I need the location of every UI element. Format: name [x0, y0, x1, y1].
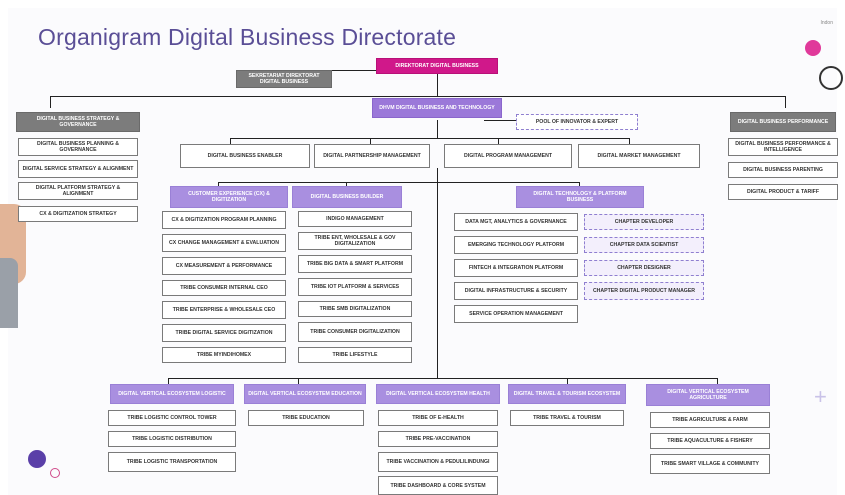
- right-item: DIGITAL BUSINESS PARENTING: [728, 162, 838, 178]
- slide: Organigram Digital Business Directorate …: [0, 8, 843, 495]
- vertical-header-agriculture: DIGITAL VERTICAL ECOSYSTEM AGRICULTURE: [646, 384, 770, 406]
- connector: [168, 378, 169, 384]
- tech-item: FINTECH & INTEGRATION PLATFORM: [454, 259, 578, 277]
- chapter-box: CHAPTER DESIGNER: [584, 260, 704, 276]
- middle-box: DIGITAL PARTNERSHIP MANAGEMENT: [314, 144, 430, 168]
- cx-header: CUSTOMER EXPERIENCE (CX) & DIGITIZATION: [170, 186, 288, 208]
- connector: [230, 138, 231, 144]
- builder-header: DIGITAL BUSINESS BUILDER: [292, 186, 402, 208]
- connector: [785, 96, 786, 108]
- watermark: Indon: [820, 20, 833, 26]
- chapter-box: CHAPTER DATA SCIENTIST: [584, 237, 704, 253]
- purple-dot-decoration: [28, 450, 46, 468]
- connector: [230, 138, 630, 139]
- page-title: Organigram Digital Business Directorate: [38, 24, 457, 50]
- cx-item: CX MEASUREMENT & PERFORMANCE: [162, 257, 286, 275]
- connector: [437, 66, 438, 96]
- right-item: DIGITAL BUSINESS PERFORMANCE & INTELLIGE…: [728, 138, 838, 156]
- connector: [50, 96, 51, 108]
- left-item: DIGITAL SERVICE STRATEGY & ALIGNMENT: [18, 160, 138, 178]
- connector: [437, 168, 438, 182]
- connector: [484, 120, 516, 121]
- connector: [50, 96, 786, 97]
- middle-box: DIGITAL MARKET MANAGEMENT: [578, 144, 700, 168]
- connector: [579, 182, 580, 186]
- connector: [218, 182, 580, 183]
- tech-item: DATA MGT, ANALYTICS & GOVERNANCE: [454, 213, 578, 231]
- small-ring-decoration: [50, 468, 60, 478]
- agriculture-item: TRIBE AQUACULTURE & FISHERY: [650, 433, 770, 449]
- vertical-header-health: DIGITAL VERTICAL ECOSYSTEM HEALTH: [376, 384, 500, 404]
- pink-dot-decoration: [805, 40, 821, 56]
- connector: [346, 182, 347, 186]
- connector: [498, 138, 499, 144]
- builder-item: TRIBE LIFESTYLE: [298, 347, 412, 363]
- chapter-box: CHAPTER DIGITAL PRODUCT MANAGER: [584, 282, 704, 300]
- chapter-box: CHAPTER DEVELOPER: [584, 214, 704, 230]
- middle-box: DIGITAL PROGRAM MANAGEMENT: [444, 144, 572, 168]
- connector: [437, 120, 438, 138]
- travel-item: TRIBE TRAVEL & TOURISM: [510, 410, 624, 426]
- right-item: DIGITAL PRODUCT & TARIFF: [728, 184, 838, 200]
- cx-item: TRIBE MYINDIHOMEX: [162, 347, 286, 363]
- agriculture-item: TRIBE AGRICULTURE & FARM: [650, 412, 770, 428]
- connector: [218, 182, 219, 186]
- left-item: CX & DIGITIZATION STRATEGY: [18, 206, 138, 222]
- left-item: DIGITAL BUSINESS PLANNING & GOVERNANCE: [18, 138, 138, 156]
- left-item: DIGITAL PLATFORM STRATEGY & ALIGNMENT: [18, 182, 138, 200]
- health-item: TRIBE PRE-VACCINATION: [378, 431, 498, 447]
- connector: [370, 138, 371, 144]
- connector: [168, 378, 718, 379]
- tech-item: SERVICE OPERATION MANAGEMENT: [454, 305, 578, 323]
- cx-item: TRIBE ENTERPRISE & WHOLESALE CEO: [162, 301, 286, 319]
- right-group-header: DIGITAL BUSINESS PERFORMANCE: [730, 112, 836, 132]
- tech-item: DIGITAL INFRASTRUCTURE & SECURITY: [454, 282, 578, 300]
- connector: [298, 378, 299, 384]
- logistic-item: TRIBE LOGISTIC CONTROL TOWER: [108, 410, 236, 426]
- builder-item: INDIGO MANAGEMENT: [298, 211, 412, 227]
- presenter-figure-sleeve: [0, 258, 18, 328]
- logistic-item: TRIBE LOGISTIC DISTRIBUTION: [108, 431, 236, 447]
- health-item: TRIBE OF E-HEALTH: [378, 410, 498, 426]
- logistic-item: TRIBE LOGISTIC TRANSPORTATION: [108, 452, 236, 472]
- cx-item: TRIBE CONSUMER INTERNAL CEO: [162, 280, 286, 296]
- vertical-header-education: DIGITAL VERTICAL ECOSYSTEM EDUCATION: [244, 384, 366, 404]
- cx-item: CX & DIGITIZATION PROGRAM PLANNING: [162, 211, 286, 229]
- vertical-header-travel: DIGITAL TRAVEL & TOURISM ECOSYSTEM: [508, 384, 626, 404]
- connector: [567, 378, 568, 384]
- connector: [717, 378, 718, 384]
- ring-decoration: [819, 66, 843, 90]
- builder-item: TRIBE SMB DIGITALIZATION: [298, 301, 412, 317]
- dhvm-box: DHVM DIGITAL BUSINESS AND TECHNOLOGY: [372, 98, 502, 118]
- tech-item: EMERGING TECHNOLOGY PLATFORM: [454, 236, 578, 254]
- directorate-box: DIREKTORAT DIGITAL BUSINESS: [376, 58, 498, 74]
- plus-icon: +: [814, 384, 827, 409]
- builder-item: TRIBE BIG DATA & SMART PLATFORM: [298, 255, 412, 273]
- vertical-header-logistic: DIGITAL VERTICAL ECOSYSTEM LOGISTIC: [110, 384, 234, 404]
- middle-box: DIGITAL BUSINESS ENABLER: [180, 144, 310, 168]
- education-item: TRIBE EDUCATION: [248, 410, 364, 426]
- health-item: TRIBE VACCINATION & PEDULILINDUNGI: [378, 452, 498, 472]
- cx-item: CX CHANGE MANAGEMENT & EVALUATION: [162, 234, 286, 252]
- connector: [629, 138, 630, 144]
- agriculture-item: TRIBE SMART VILLAGE & COMMUNITY: [650, 454, 770, 474]
- tech-header: DIGITAL TECHNOLOGY & PLATFORM BUSINESS: [516, 186, 644, 208]
- cx-item: TRIBE DIGITAL SERVICE DIGITIZATION: [162, 324, 286, 342]
- left-group-header: DIGITAL BUSINESS STRATEGY & GOVERNANCE: [16, 112, 140, 132]
- health-item: TRIBE DASHBOARD & CORE SYSTEM: [378, 476, 498, 495]
- builder-item: TRIBE CONSUMER DIGITALIZATION: [298, 322, 412, 342]
- builder-item: TRIBE ENT, WHOLESALE & GOV DIGITALIZATIO…: [298, 232, 412, 250]
- connector: [437, 182, 438, 378]
- secretariat-box: SEKRETARIAT DIREKTORAT DIGITAL BUSINESS: [236, 70, 332, 88]
- pool-box: POOL OF INNOVATOR & EXPERT: [516, 114, 638, 130]
- builder-item: TRIBE IOT PLATFORM & SERVICES: [298, 278, 412, 296]
